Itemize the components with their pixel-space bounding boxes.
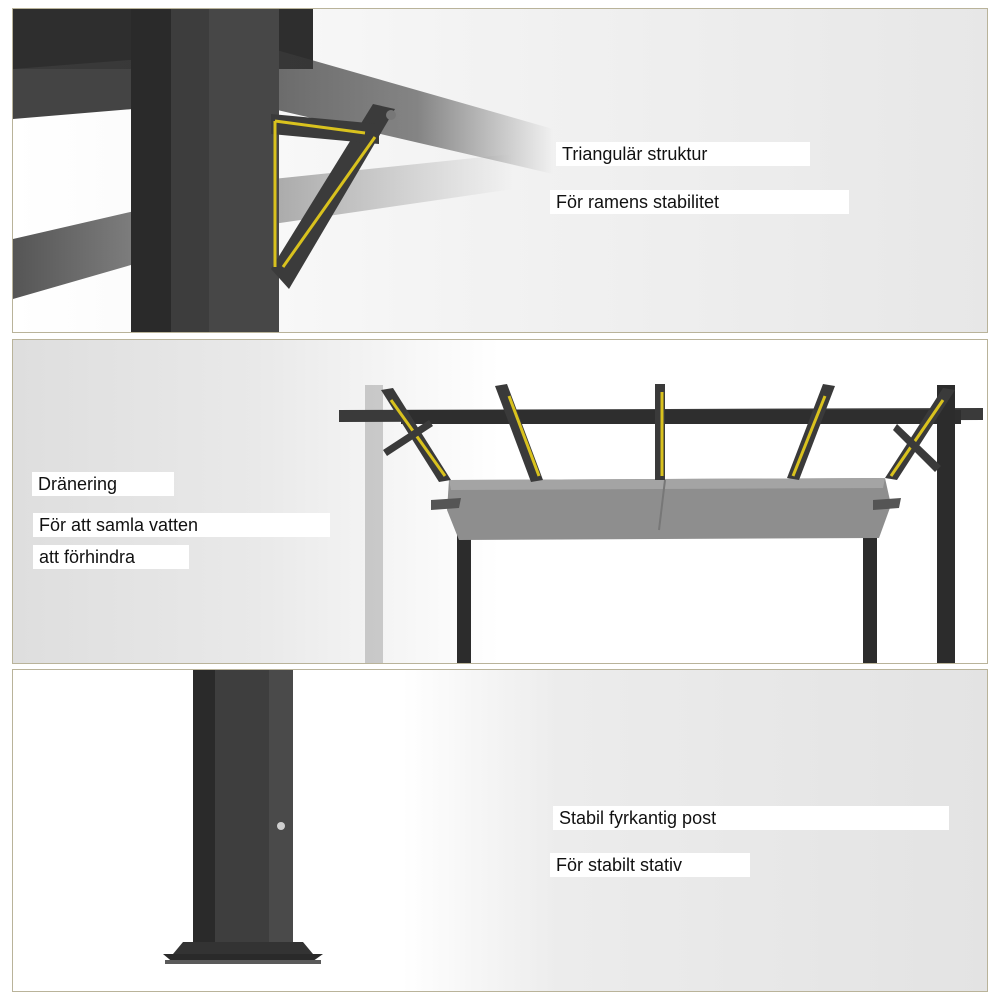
feature-panel-drainage: Dränering För att samla vatten att förhi… [12,339,988,664]
feature-description-2-line-2: att förhindra [33,545,189,569]
pergola-overview-image [339,384,983,663]
feature-heading-3: Stabil fyrkantig post [553,806,949,830]
feature-panel-triangular-structure: Triangulär struktur För ramens stabilite… [12,8,988,333]
feature-description-2-line-1: För att samla vatten [33,513,330,537]
feature-heading-2: Dränering [32,472,174,496]
triangular-bracket-closeup-image [13,9,553,332]
feature-description-3: För stabilt stativ [550,853,750,877]
feature-description-1: För ramens stabilitet [550,190,849,214]
feature-panel-square-post: Stabil fyrkantig post För stabilt stativ [12,669,988,992]
feature-heading-1: Triangulär struktur [556,142,810,166]
square-post-closeup-image [163,670,323,964]
